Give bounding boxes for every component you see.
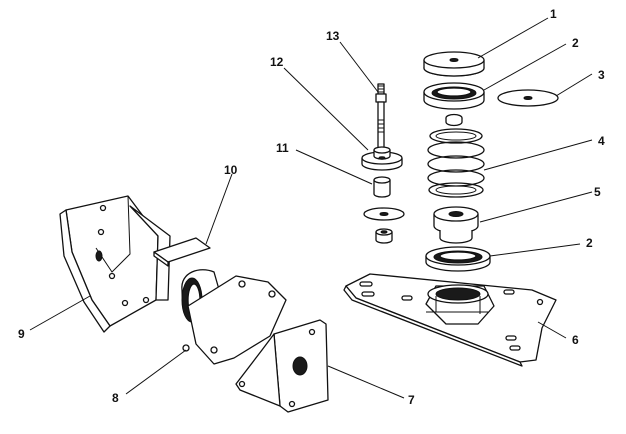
small-nut — [445, 113, 463, 127]
hex-nut — [375, 228, 393, 244]
callout-2-lower: 2 — [586, 236, 593, 250]
leader-lines — [29, 17, 593, 399]
base-plate — [343, 273, 557, 367]
callout-7: 7 — [408, 393, 415, 407]
callout-1: 1 — [550, 7, 557, 21]
callout-10: 10 — [224, 163, 238, 177]
callout-5: 5 — [594, 185, 601, 199]
washer-plate — [497, 89, 559, 107]
lower-cup — [433, 206, 479, 244]
callout-3: 3 — [598, 68, 605, 82]
callout-13: 13 — [326, 29, 340, 43]
left-bracket — [59, 195, 171, 333]
callout-9: 9 — [18, 327, 25, 341]
callout-2-upper: 2 — [572, 36, 579, 50]
callout-12: 12 — [270, 55, 284, 69]
rubber-bush — [361, 146, 403, 171]
lower-seat — [425, 246, 491, 272]
upper-seat — [423, 82, 485, 110]
stud-bolt — [375, 83, 387, 153]
shim-plate — [153, 237, 211, 267]
callout-4: 4 — [598, 134, 605, 148]
rubber-mount — [181, 269, 287, 365]
lower-bracket — [235, 319, 329, 413]
top-cap — [423, 51, 485, 77]
flat-washer — [363, 207, 405, 221]
callout-6: 6 — [572, 333, 579, 347]
callout-11: 11 — [276, 141, 289, 155]
callout-8: 8 — [112, 391, 119, 405]
callouts: 1 2 3 4 5 2 6 7 8 9 10 11 12 13 — [18, 7, 605, 407]
spacer-sleeve — [373, 176, 391, 198]
coil-spring — [427, 128, 485, 198]
